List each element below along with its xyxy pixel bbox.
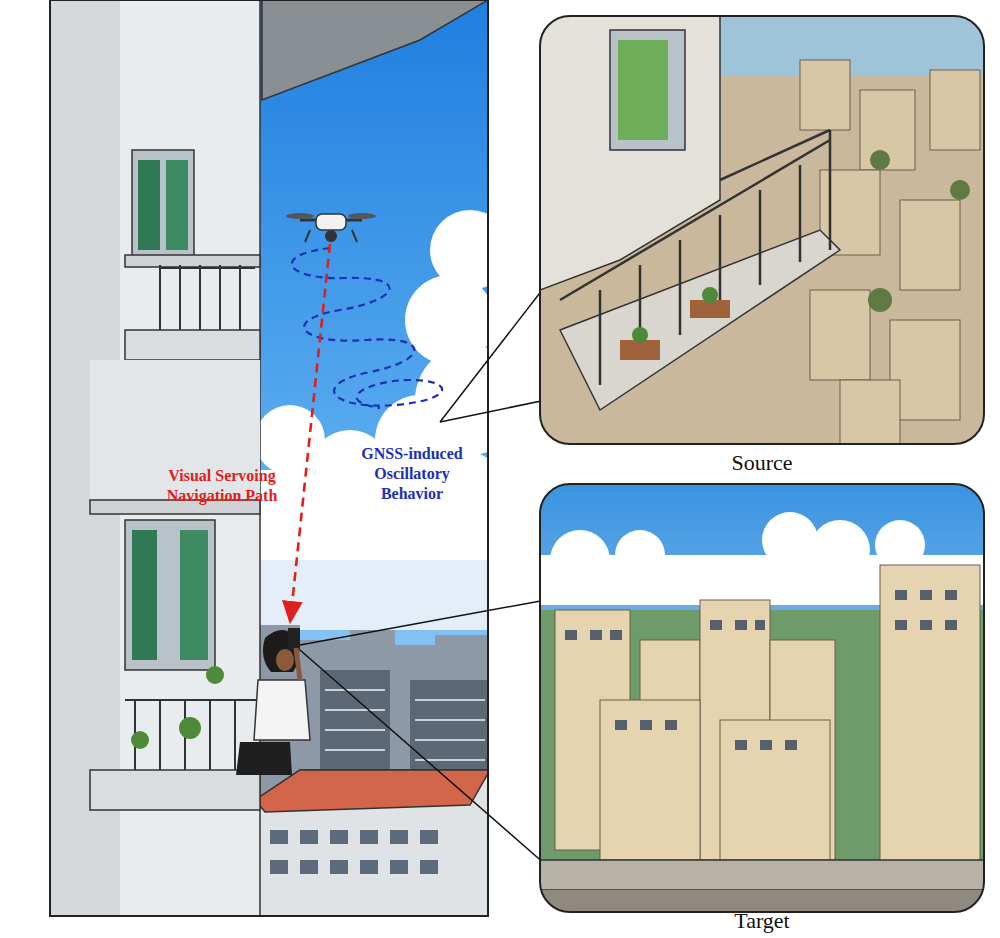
path-label: Visual Servoing Navigation Path xyxy=(157,466,287,506)
panel-caption: Source xyxy=(662,449,862,477)
source-panel xyxy=(540,16,984,444)
callout-leader xyxy=(300,285,546,865)
drone-icon xyxy=(286,213,376,242)
target-panel xyxy=(540,484,984,912)
navigation-arrow xyxy=(291,244,330,614)
panel-caption: Target xyxy=(662,907,862,935)
path-label: GNSS-induced Oscillatory Behavior xyxy=(352,444,472,504)
